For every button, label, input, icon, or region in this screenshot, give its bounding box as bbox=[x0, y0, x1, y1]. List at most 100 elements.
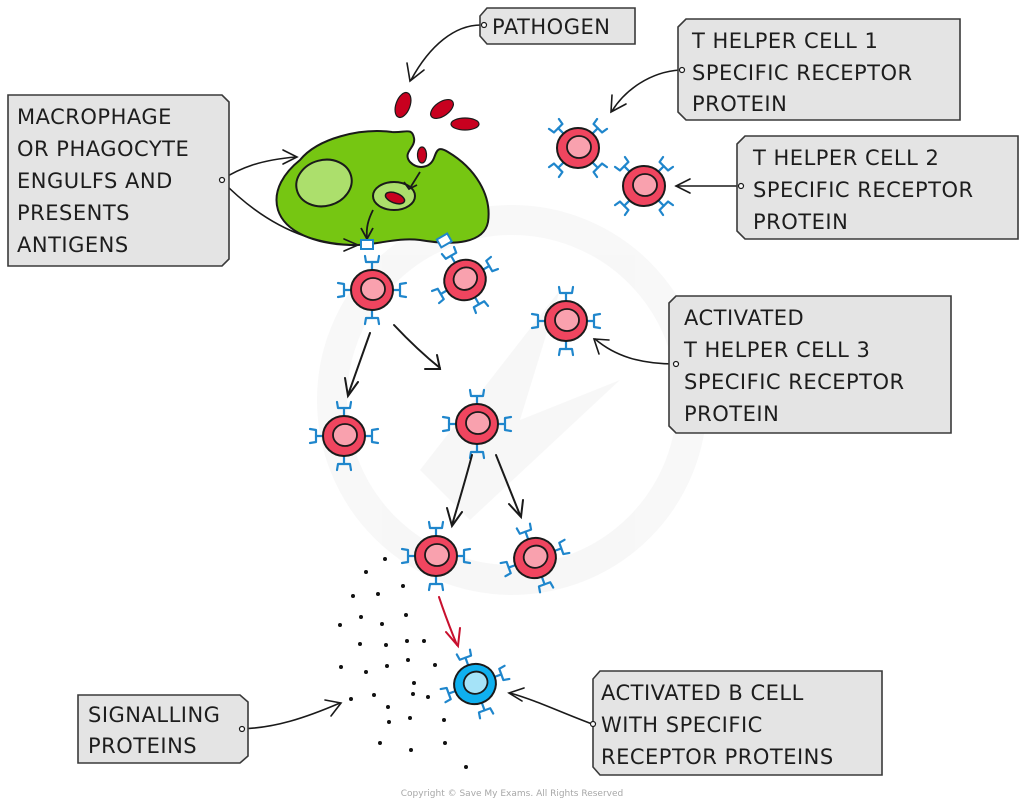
label-macrophage-line: MACROPHAGE bbox=[17, 105, 172, 129]
label-th3-line: ACTIVATED bbox=[684, 306, 804, 330]
signalling-protein-dot bbox=[386, 705, 390, 709]
label-b-cell: ACTIVATED B CELL WITH SPECIFIC RECEPTOR … bbox=[589, 670, 883, 776]
copyright-notice: Copyright © Save My Exams. All Rights Re… bbox=[400, 789, 624, 799]
signalling-protein-dot bbox=[409, 748, 413, 752]
macrophage bbox=[275, 130, 490, 250]
label-th3-line: SPECIFIC RECEPTOR bbox=[684, 370, 905, 394]
label-th3-line: T HELPER CELL 3 bbox=[683, 338, 870, 362]
signalling-protein-dot bbox=[358, 642, 362, 646]
t-helper-cell-2 bbox=[613, 155, 675, 217]
signalling-protein-dot bbox=[406, 658, 410, 662]
signalling-proteins bbox=[338, 557, 468, 769]
label-th1-line: SPECIFIC RECEPTOR bbox=[692, 61, 913, 85]
arrow-to-daughter-left bbox=[451, 454, 473, 526]
entering-pathogen bbox=[416, 146, 428, 164]
arrow-to-daughter-right bbox=[495, 454, 521, 516]
signalling-protein-dot bbox=[433, 663, 437, 667]
activated-t-helper-cell-3 bbox=[530, 285, 602, 357]
t-helper-cell-bound bbox=[430, 245, 500, 315]
signalling-protein-dot bbox=[426, 695, 430, 699]
label-signalling: SIGNALLING PROTEINS bbox=[77, 694, 249, 764]
label-macrophage-line: OR PHAGOCYTE bbox=[17, 137, 189, 161]
b-cell-connector bbox=[509, 692, 593, 725]
label-connectors bbox=[220, 24, 741, 730]
signalling-protein-dot bbox=[408, 716, 412, 720]
label-th2-line: SPECIFIC RECEPTOR bbox=[753, 178, 974, 202]
signalling-protein-dot bbox=[442, 718, 446, 722]
label-th2-line: T HELPER CELL 2 bbox=[752, 146, 939, 170]
label-macrophage-line: ANTIGENS bbox=[17, 233, 129, 257]
cell-nucleus bbox=[332, 423, 358, 447]
macrophage-nucleus bbox=[295, 158, 353, 208]
signalling-protein-dot bbox=[359, 615, 363, 619]
arrow-to-clone-left bbox=[347, 332, 371, 396]
activated-b-cell bbox=[439, 648, 511, 720]
receptor-protein-icon bbox=[557, 338, 575, 357]
signalling-protein-dot bbox=[364, 570, 368, 574]
receptor-protein-icon bbox=[557, 285, 575, 304]
label-signalling-line: SIGNALLING bbox=[88, 703, 220, 727]
label-signalling-line: PROTEINS bbox=[88, 734, 197, 758]
cell-nucleus bbox=[522, 544, 549, 569]
label-macrophage: MACROPHAGE OR PHAGOCYTE ENGULFS AND PRES… bbox=[7, 94, 230, 267]
signalling-protein-dot bbox=[372, 693, 376, 697]
cell-nucleus bbox=[424, 543, 450, 567]
signalling-protein-dot bbox=[349, 697, 353, 701]
th3-connector bbox=[594, 338, 676, 365]
daughter-t-helper-cell bbox=[499, 522, 571, 594]
label-th2-line: PROTEIN bbox=[753, 210, 848, 234]
pathogen bbox=[394, 91, 412, 119]
activation-arrow bbox=[438, 596, 461, 649]
signalling-protein-dot bbox=[411, 692, 415, 696]
label-th1: T HELPER CELL 1 SPECIFIC RECEPTOR PROTEI… bbox=[677, 18, 961, 121]
signalling-protein-dot bbox=[351, 594, 355, 598]
signalling-protein-dot bbox=[380, 622, 384, 626]
signalling-connector bbox=[239, 702, 341, 730]
cell-nucleus bbox=[452, 266, 479, 291]
cell-nucleus bbox=[360, 277, 386, 301]
label-th2: T HELPER CELL 2 SPECIFIC RECEPTOR PROTEI… bbox=[736, 135, 1019, 240]
label-pathogen-line: PATHOGEN bbox=[492, 15, 610, 39]
signalling-protein-dot bbox=[422, 639, 426, 643]
label-b-cell-line: ACTIVATED B CELL bbox=[601, 681, 804, 705]
cells bbox=[308, 117, 675, 720]
engulfed-pathogen bbox=[384, 191, 406, 205]
t-helper-cell-1 bbox=[547, 117, 609, 179]
receptor-protein-icon bbox=[427, 520, 445, 539]
signalling-protein-dot bbox=[364, 670, 368, 674]
cloned-t-helper-cell bbox=[308, 400, 380, 472]
signalling-protein-dot bbox=[443, 741, 447, 745]
signalling-protein-dot bbox=[378, 741, 382, 745]
cloned-t-helper-cell bbox=[441, 388, 513, 460]
cell-nucleus bbox=[554, 308, 580, 332]
signalling-protein-dot bbox=[383, 557, 387, 561]
label-th3: ACTIVATED T HELPER CELL 3 SPECIFIC RECEP… bbox=[668, 295, 952, 434]
signalling-protein-dot bbox=[401, 584, 405, 588]
label-th1-line: T HELPER CELL 1 bbox=[691, 29, 878, 53]
antigen-presenting-site bbox=[435, 232, 454, 249]
signalling-protein-dot bbox=[384, 643, 388, 647]
pathogens bbox=[394, 91, 480, 131]
cell-nucleus bbox=[462, 670, 489, 695]
arrow-to-clone-right bbox=[393, 324, 441, 369]
label-th1-line: PROTEIN bbox=[692, 92, 787, 116]
antigen-presenting-site bbox=[360, 239, 374, 250]
selected-t-helper-cell bbox=[336, 254, 408, 326]
cell-nucleus bbox=[566, 135, 592, 159]
signalling-protein-dot bbox=[338, 623, 342, 627]
pathogen bbox=[450, 117, 480, 131]
signalling-protein-dot bbox=[339, 665, 343, 669]
internal-arrow bbox=[365, 209, 374, 239]
macrophage-connector-lower bbox=[220, 179, 359, 246]
label-macrophage-line: ENGULFS AND bbox=[17, 169, 173, 193]
internal-arrow bbox=[409, 171, 421, 189]
pathogen-connector bbox=[410, 24, 482, 81]
signalling-protein-dot bbox=[376, 592, 380, 596]
label-th3-line: PROTEIN bbox=[684, 402, 779, 426]
label-b-cell-line: RECEPTOR PROTEINS bbox=[601, 745, 834, 769]
cell-nucleus bbox=[632, 173, 658, 197]
daughter-t-helper-cell bbox=[400, 520, 472, 592]
cell-nucleus bbox=[465, 411, 491, 435]
label-b-cell-line: WITH SPECIFIC bbox=[601, 713, 763, 737]
